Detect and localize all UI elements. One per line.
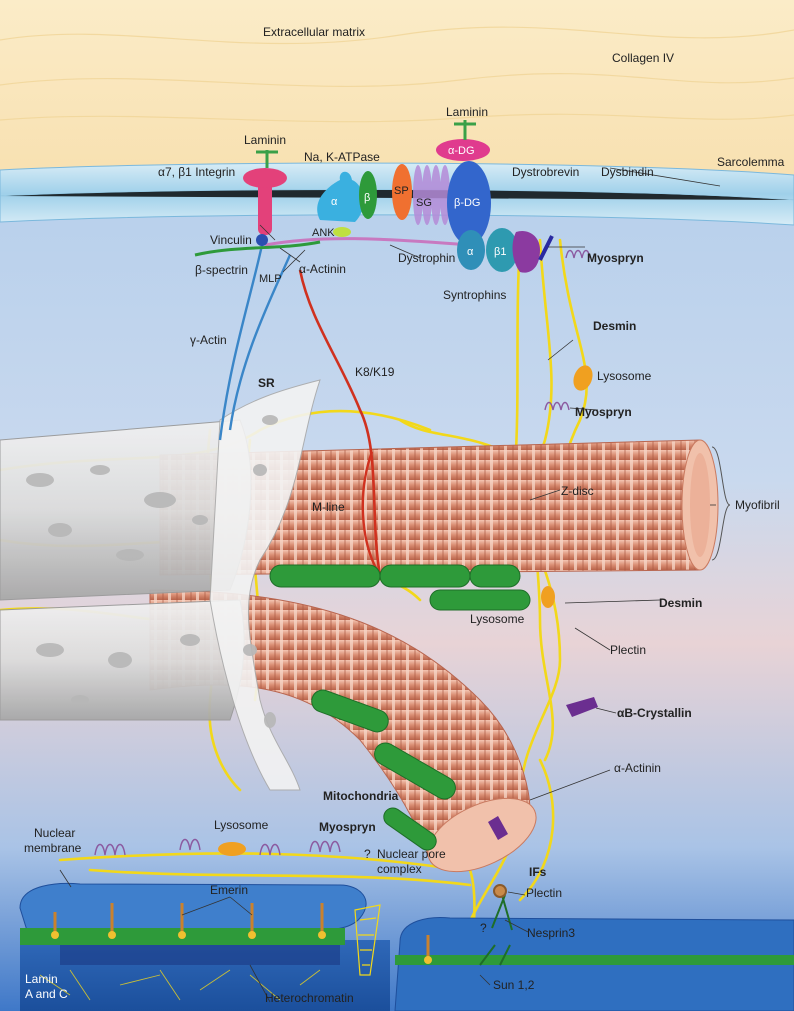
mitochondrion	[430, 590, 530, 610]
label-beta-spectrin: β-spectrin	[195, 263, 248, 277]
label-beta-dg: β-DG	[454, 197, 481, 209]
label-plectin-mid: Plectin	[610, 643, 646, 657]
label-myospryn-bottom: Myospryn	[319, 820, 376, 834]
mitochondrion	[270, 565, 380, 587]
mitochondrion	[380, 565, 470, 587]
label-laminin-left: Laminin	[244, 133, 286, 147]
label-lysosome-mid: Lysosome	[470, 612, 525, 626]
lysosome-icon	[218, 842, 246, 856]
label-nuclear-membrane-2: membrane	[24, 841, 82, 855]
label-alpha-dg: α-DG	[448, 145, 475, 157]
label-lysosome-bottom: Lysosome	[214, 818, 269, 832]
label-laminin-right: Laminin	[446, 105, 488, 119]
label-dystrobrevin: Dystrobrevin	[512, 165, 579, 179]
label-myospryn-mid: Myospryn	[575, 405, 632, 419]
extracellular-matrix-region	[0, 0, 794, 180]
label-ab-crystallin: αB-Crystallin	[617, 706, 692, 720]
label-k8k19: K8/K19	[355, 365, 395, 379]
label-lamin-2: A and C	[25, 987, 68, 1001]
lysosome-icon	[541, 586, 555, 608]
label-atpase-beta: β	[364, 192, 370, 204]
label-nesprin: Nesprin3	[527, 926, 575, 940]
label-nuclear-pore-1: Nuclear pore	[377, 847, 446, 861]
label-sarcolemma: Sarcolemma	[717, 155, 785, 169]
label-myofibril: Myofibril	[735, 498, 780, 512]
label-atpase: Na, K-ATPase	[304, 150, 380, 164]
label-alpha-actinin-bottom: α-Actinin	[614, 761, 661, 775]
label-syn-beta1: β1	[494, 246, 506, 258]
label-mline: M-line	[312, 500, 345, 514]
label-mlp: MLP	[259, 273, 282, 285]
label-dystrophin: Dystrophin	[398, 251, 455, 265]
label-q-left: ?	[480, 921, 487, 935]
label-desmin-top: Desmin	[593, 319, 636, 333]
label-dysbindin: Dysbindin	[601, 165, 654, 179]
label-sg: SG	[416, 197, 432, 209]
label-plectin-bottom: Plectin	[526, 886, 562, 900]
label-sun: Sun 1,2	[493, 978, 535, 992]
label-nuclear-pore-2: complex	[377, 862, 422, 876]
label-zdisc: Z-disc	[561, 484, 594, 498]
label-mitochondria: Mitochondria	[323, 789, 399, 803]
label-ank: ANK	[312, 227, 335, 239]
label-nuclear-pore-q: ?	[364, 847, 371, 861]
label-myospryn-top: Myospryn	[587, 251, 644, 265]
label-lamin-1: Lamin	[25, 972, 58, 986]
label-ifs: IFs	[529, 865, 547, 879]
label-syntrophins: Syntrophins	[443, 288, 506, 302]
label-vinculin: Vinculin	[210, 233, 252, 247]
label-sp: SP	[394, 185, 409, 197]
label-heterochromatin: Heterochromatin	[265, 991, 354, 1005]
label-syn-alpha: α	[467, 246, 474, 258]
label-gamma-actin: γ-Actin	[190, 333, 227, 347]
label-lysosome-top: Lysosome	[597, 369, 652, 383]
label-collagen: Collagen IV	[612, 51, 674, 65]
label-sr: SR	[258, 376, 275, 390]
label-ecm: Extracellular matrix	[263, 25, 365, 39]
label-alpha-actinin-top: α-Actinin	[299, 262, 346, 276]
label-atpase-alpha: α	[331, 196, 338, 208]
label-emerin: Emerin	[210, 883, 248, 897]
label-nuclear-membrane-1: Nuclear	[34, 826, 75, 840]
label-integrin: α7, β1 Integrin	[158, 165, 235, 179]
label-desmin-mid: Desmin	[659, 596, 702, 610]
mitochondrion	[470, 565, 520, 587]
